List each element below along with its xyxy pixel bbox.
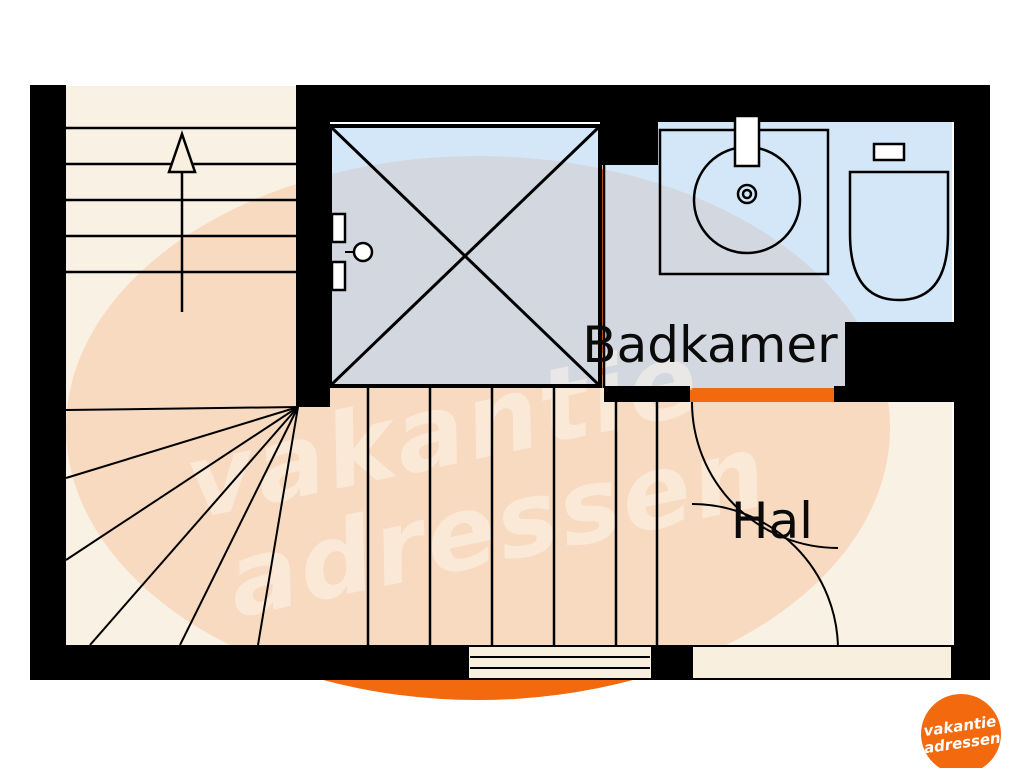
toilet-bowl	[848, 170, 950, 302]
winder-line	[65, 406, 299, 479]
wall-bath-hal-block	[845, 322, 954, 402]
stair-direction-arrow-head-icon	[167, 130, 197, 174]
window-frame	[467, 645, 653, 680]
hall-steps-floor	[296, 388, 657, 648]
shower-box-outline	[328, 124, 602, 388]
wall-left	[30, 85, 66, 680]
shower-cross-line	[328, 124, 602, 388]
winder-line	[65, 406, 299, 561]
bottom-window	[467, 645, 653, 680]
shower-door-hinge-icon	[330, 212, 347, 244]
winder-line	[65, 406, 299, 411]
winder-line	[257, 406, 299, 646]
sink	[658, 114, 830, 276]
wall-bottom-mid	[652, 645, 692, 680]
sink-drain-outer	[736, 183, 758, 205]
toilet-flush-button-icon	[872, 142, 906, 162]
hal-room-floor	[657, 402, 952, 648]
wall-shower-bath-stub	[600, 85, 658, 165]
wall-bottom-left	[30, 645, 468, 680]
stairs-lower-flight	[366, 388, 618, 645]
wall-stairs-shower	[296, 85, 330, 407]
wall-right	[954, 85, 990, 680]
toilet	[848, 142, 950, 302]
badkamer-label: Badkamer	[582, 316, 838, 374]
bottom-right-opening	[691, 645, 953, 680]
hal-door-swing-arc	[691, 503, 839, 651]
wall-bottom-right	[952, 645, 990, 680]
bathroom-door-swing-arc	[691, 401, 839, 549]
shower-door-hinge-icon	[330, 260, 347, 292]
wall-bath-bottom-right	[834, 386, 845, 402]
stairs-upper-flight	[66, 126, 296, 312]
sink-drain-inner	[741, 188, 753, 200]
shower-handle-knob-icon	[352, 241, 374, 263]
bathroom-floor	[604, 122, 952, 388]
hal-label: Hal	[731, 492, 813, 550]
winder-line	[179, 406, 299, 646]
winder-line	[89, 406, 299, 646]
brand-logo-circle	[921, 694, 1001, 768]
sink-faucet-icon	[733, 114, 761, 168]
stairs-winders	[65, 406, 299, 646]
wall-bath-bottom-left	[604, 386, 690, 402]
brand-logo: vakantie adressen	[921, 694, 1002, 768]
shower-enclosure	[328, 124, 602, 388]
